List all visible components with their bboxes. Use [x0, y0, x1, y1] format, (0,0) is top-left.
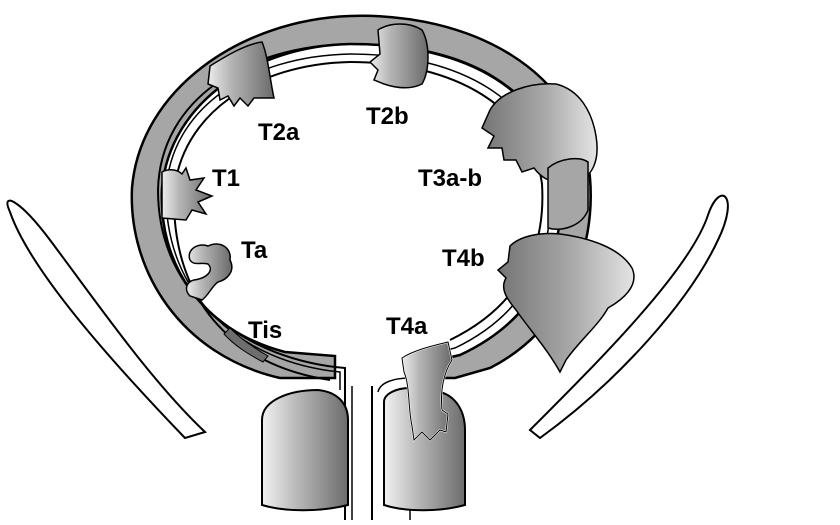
label-t2a: T2a — [258, 119, 300, 146]
right-pelvic-bone — [528, 194, 729, 440]
tumor-t3ab-extension — [547, 157, 589, 230]
label-t2b: T2b — [366, 103, 409, 130]
tumor-tis — [223, 327, 269, 363]
label-t4b: T4b — [442, 245, 485, 272]
tumor-t2b — [368, 23, 429, 89]
label-ta: Ta — [241, 237, 268, 264]
tumor-t3ab — [481, 83, 598, 182]
tumor-t2a — [207, 41, 275, 108]
tumor-t4b — [496, 232, 635, 374]
tumor-ta — [185, 243, 233, 301]
left-pelvic-bone — [6, 199, 207, 440]
bladder-wall — [130, 14, 592, 380]
tumor-t1 — [161, 166, 215, 221]
label-t3ab: T3a-b — [418, 165, 482, 192]
prostate-left-lobe — [261, 388, 349, 512]
tumor-t4a-outline — [401, 341, 453, 442]
label-tis: Tis — [248, 317, 282, 344]
label-t1: T1 — [212, 165, 240, 192]
label-t4a: T4a — [386, 313, 428, 340]
